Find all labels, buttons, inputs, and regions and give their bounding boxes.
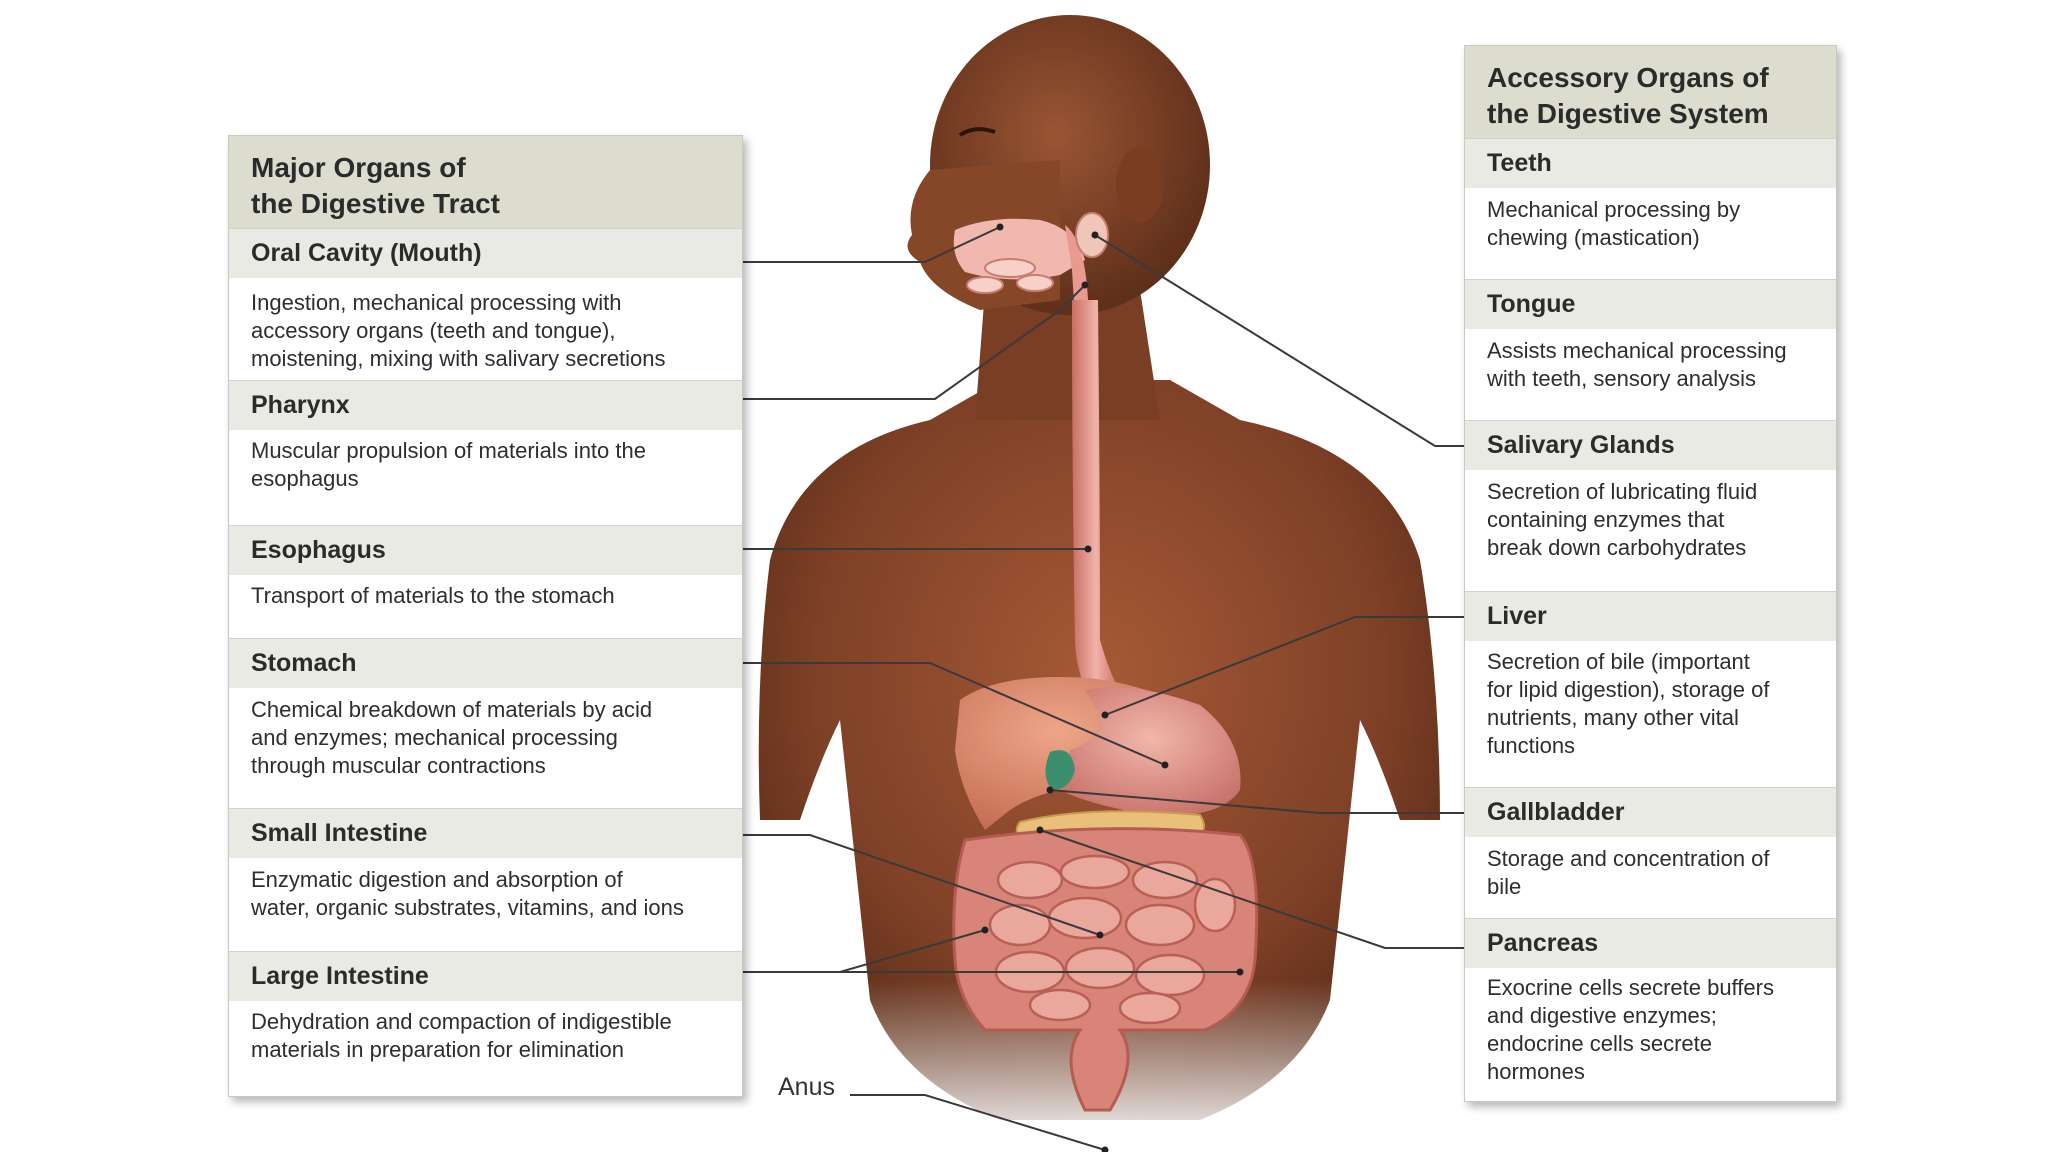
desc-line: endocrine cells secrete <box>1487 1031 1713 1056</box>
desc-line: through muscular contractions <box>251 753 546 778</box>
accessory-organs-panel: Accessory Organs of the Digestive System… <box>1464 45 1837 1102</box>
desc-line: Assists mechanical processing <box>1487 338 1787 363</box>
desc-line: hormones <box>1487 1059 1585 1084</box>
desc-line: Secretion of lubricating fluid <box>1487 479 1758 504</box>
gallbladder <box>1045 750 1075 790</box>
section-title-esophagus: Esophagus <box>229 525 742 575</box>
section-desc-pancreas: Exocrine cells secrete buffers and diges… <box>1487 974 1824 1086</box>
section-desc-oral-cavity: Ingestion, mechanical processing with ac… <box>251 289 730 373</box>
desc-line: materials in preparation for elimination <box>251 1037 624 1062</box>
desc-line: Ingestion, mechanical processing with <box>251 290 622 315</box>
desc-line: for lipid digestion), storage of <box>1487 677 1770 702</box>
desc-line: Chemical breakdown of materials by acid <box>251 697 653 722</box>
section-title-large-intestine: Large Intestine <box>229 951 742 1001</box>
desc-line: bile <box>1487 874 1522 899</box>
desc-line: Muscular propulsion of materials into th… <box>251 438 646 463</box>
panel-title-line: the Digestive System <box>1487 98 1769 129</box>
panel-title-line: Accessory Organs of <box>1487 62 1769 93</box>
desc-line: chewing (mastication) <box>1487 225 1700 250</box>
section-desc-pharynx: Muscular propulsion of materials into th… <box>251 437 730 493</box>
section-desc-liver: Secretion of bile (important for lipid d… <box>1487 648 1824 760</box>
desc-line: Dehydration and compaction of indigestib… <box>251 1009 672 1034</box>
section-desc-teeth: Mechanical processing by chewing (mastic… <box>1487 196 1824 252</box>
desc-line: Mechanical processing by <box>1487 197 1741 222</box>
panel-title: Accessory Organs of the Digestive System <box>1465 46 1836 138</box>
desc-line: esophagus <box>251 466 359 491</box>
desc-line: and digestive enzymes; <box>1487 1003 1717 1028</box>
desc-line: Exocrine cells secrete buffers <box>1487 975 1774 1000</box>
section-title-stomach: Stomach <box>229 638 742 688</box>
desc-line: with teeth, sensory analysis <box>1487 366 1757 391</box>
section-title-teeth: Teeth <box>1465 138 1836 188</box>
section-desc-esophagus: Transport of materials to the stomach <box>251 582 730 610</box>
desc-line: containing enzymes that <box>1487 507 1725 532</box>
desc-line: accessory organs (teeth and tongue), <box>251 318 616 343</box>
leader-lines <box>742 226 1464 1151</box>
esophagus <box>1072 300 1120 690</box>
section-desc-small-intestine: Enzymatic digestion and absorption of wa… <box>251 866 730 922</box>
desc-line: Enzymatic digestion and absorption of <box>251 867 623 892</box>
section-title-gallbladder: Gallbladder <box>1465 787 1836 837</box>
desc-line: Transport of materials to the stomach <box>251 583 615 608</box>
stomach <box>1060 687 1241 816</box>
section-title-oral-cavity: Oral Cavity (Mouth) <box>229 228 742 278</box>
panel-title: Major Organs of the Digestive Tract <box>229 136 742 228</box>
desc-line: Storage and concentration of <box>1487 846 1770 871</box>
section-title-salivary-glands: Salivary Glands <box>1465 420 1836 470</box>
panel-title-line: the Digestive Tract <box>251 188 500 219</box>
panel-title-line: Major Organs of <box>251 152 466 183</box>
section-desc-large-intestine: Dehydration and compaction of indigestib… <box>251 1008 730 1064</box>
desc-line: nutrients, many other vital <box>1487 705 1739 730</box>
section-desc-stomach: Chemical breakdown of materials by acid … <box>251 696 730 780</box>
desc-line: break down carbohydrates <box>1487 535 1747 560</box>
section-title-tongue: Tongue <box>1465 279 1836 329</box>
desc-line: water, organic substrates, vitamins, and… <box>251 895 684 920</box>
section-title-small-intestine: Small Intestine <box>229 808 742 858</box>
desc-line: Secretion of bile (important <box>1487 649 1750 674</box>
section-title-pharynx: Pharynx <box>229 380 742 430</box>
neck <box>975 290 1160 420</box>
section-desc-salivary-glands: Secretion of lubricating fluid containin… <box>1487 478 1824 562</box>
leader-dots <box>981 223 1244 1152</box>
desc-line: functions <box>1487 733 1576 758</box>
section-title-liver: Liver <box>1465 591 1836 641</box>
section-desc-tongue: Assists mechanical processing with teeth… <box>1487 337 1824 393</box>
section-desc-gallbladder: Storage and concentration of bile <box>1487 845 1824 901</box>
desc-line: and enzymes; mechanical processing <box>251 725 618 750</box>
section-title-pancreas: Pancreas <box>1465 918 1836 968</box>
desc-line: moistening, mixing with salivary secreti… <box>251 346 666 371</box>
major-organs-panel: Major Organs of the Digestive Tract Oral… <box>228 135 743 1097</box>
anus-label: Anus <box>778 1073 835 1101</box>
